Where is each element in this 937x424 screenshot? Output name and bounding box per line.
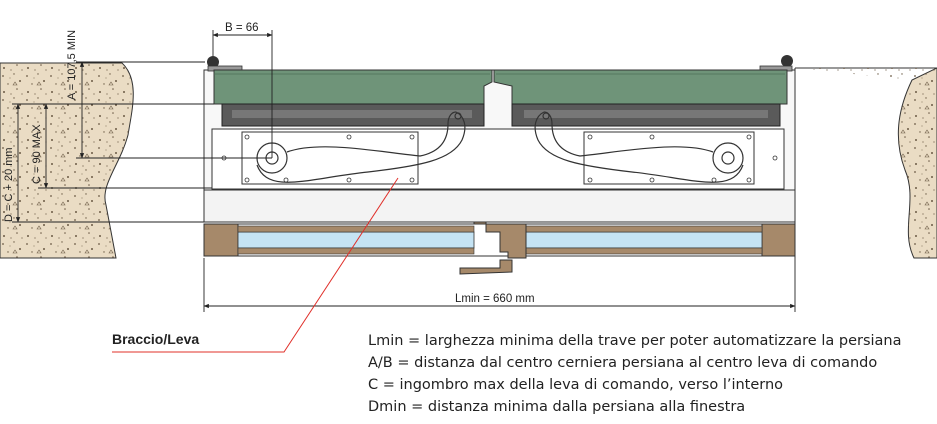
right-hinge-icon <box>781 55 793 67</box>
callout-leader-line <box>112 177 399 353</box>
legend: Lmin = larghezza minima della trave per … <box>368 330 928 418</box>
window-mullion <box>473 221 527 259</box>
callout-label: Braccio/Leva <box>112 331 199 347</box>
dimension-lines-left <box>12 61 272 223</box>
right-glass-pane <box>525 231 763 249</box>
dimension-lmin-label: Lmin = 660 mm <box>455 293 535 305</box>
legend-line-lmin: Lmin = larghezza minima della trave per … <box>368 333 902 349</box>
right-lever-arm <box>534 111 744 183</box>
legend-line-c: C = ingombro max della leva di comando, … <box>368 377 784 393</box>
dimension-d-label: D = C + 20 mm <box>3 147 15 222</box>
dimension-a-label: A = 107,5 MIN <box>66 30 78 100</box>
left-glass-pane <box>237 231 475 249</box>
lintel-bottom <box>203 189 796 223</box>
dimension-b-label: B = 66 <box>225 22 259 34</box>
left-hinge-icon <box>207 56 219 68</box>
dimension-lmin <box>203 258 796 312</box>
right-bracket-plate <box>583 131 755 185</box>
legend-line-dmin: Dmin = distanza minima dalla persiana al… <box>368 399 746 415</box>
legend-line-ab: A/B = distanza dal centro cerniera persi… <box>368 355 878 371</box>
lever-box <box>211 128 785 190</box>
window-handle-icon <box>459 259 513 275</box>
right-shutter-panel <box>493 69 788 105</box>
left-shutter-panel <box>213 69 493 105</box>
dimension-c-label: C = 90 MAX <box>31 124 43 184</box>
dimension-b <box>212 30 273 158</box>
